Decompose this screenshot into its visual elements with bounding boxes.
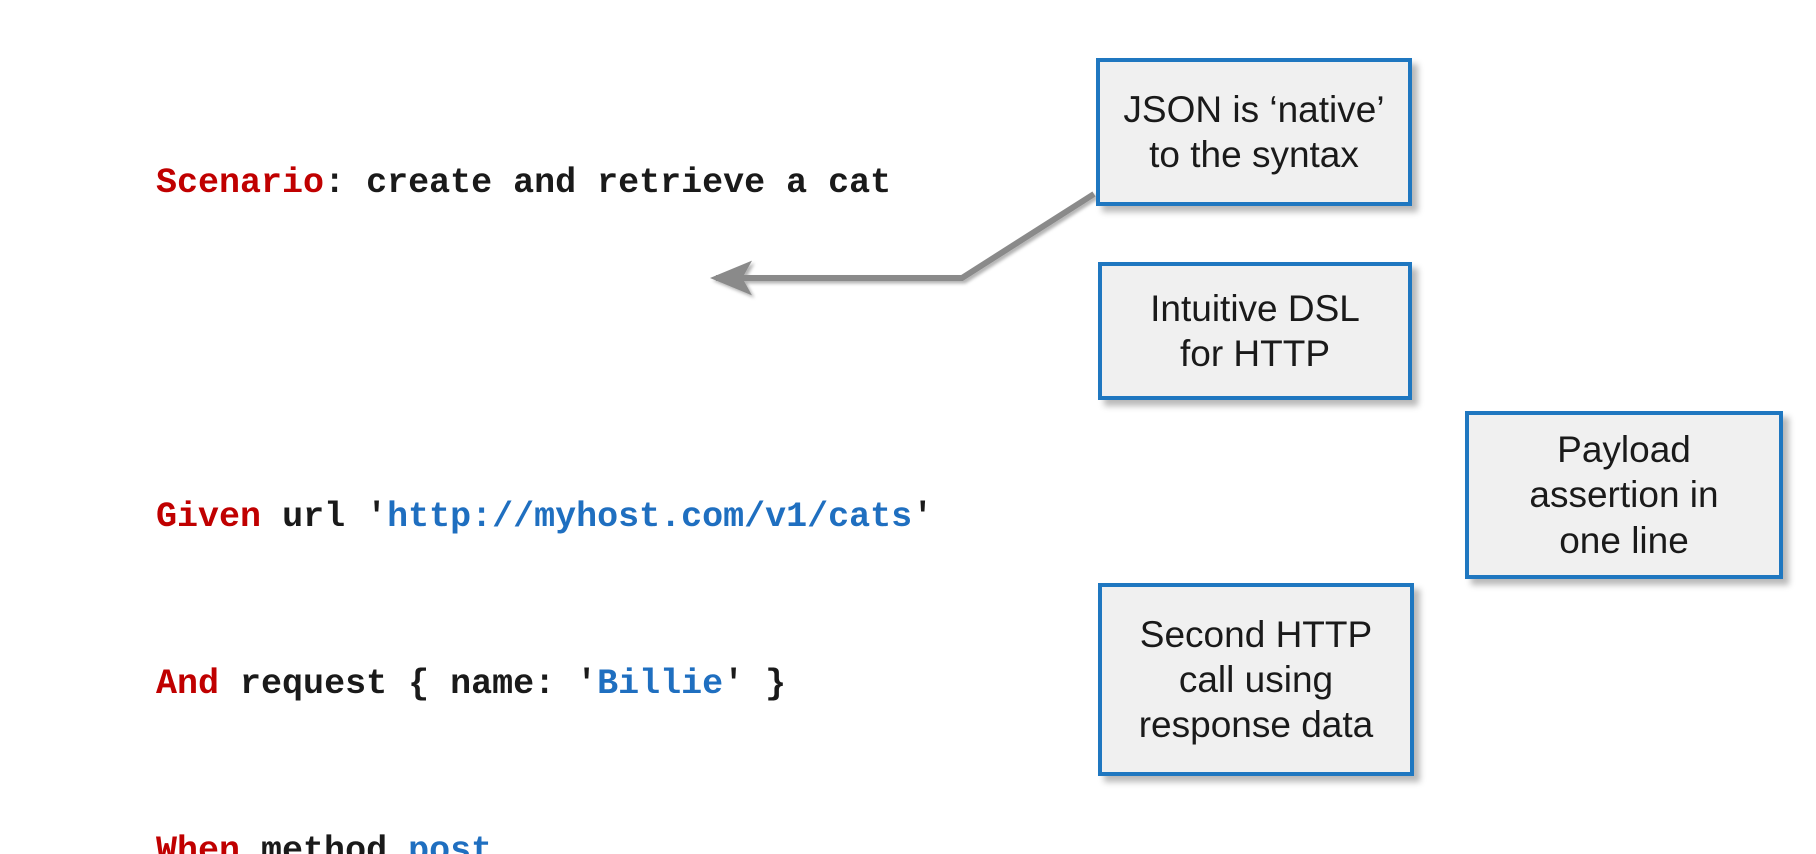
callout-json-native-line2: to the syntax bbox=[1149, 134, 1359, 175]
keyword-scenario: Scenario bbox=[156, 163, 325, 203]
scenario-title: : create and retrieve a cat bbox=[324, 163, 892, 203]
callout-json-native-line1: JSON is ‘native’ bbox=[1123, 88, 1385, 130]
callout-second-http-call-line3: response data bbox=[1138, 704, 1374, 746]
callout-second-http-call-line2: call using bbox=[1178, 658, 1334, 700]
code-line-when-method-post: When method post bbox=[30, 799, 1330, 854]
value-name-billie: Billie bbox=[597, 664, 724, 704]
code-line-given-url: Given url 'http://myhost.com/v1/cats' bbox=[30, 465, 1330, 535]
value-url: http://myhost.com/v1/cats bbox=[387, 497, 913, 537]
callout-second-http-call[interactable]: Second HTTP call using response data bbox=[1098, 583, 1414, 776]
callout-second-http-call-line1: Second HTTP bbox=[1139, 613, 1373, 655]
request-suffix: ' } bbox=[723, 664, 787, 704]
keyword-when-post: When bbox=[156, 831, 241, 854]
quote-close-url: ' bbox=[912, 497, 934, 537]
keyword-given: Given bbox=[156, 497, 262, 537]
keyword-and-request: And bbox=[156, 664, 220, 704]
callout-json-native[interactable]: JSON is ‘native’ to the syntax bbox=[1096, 58, 1412, 206]
callout-payload-assertion-line1: Payload bbox=[1557, 429, 1691, 471]
callout-payload-assertion-line2: assertion in bbox=[1529, 474, 1719, 516]
code-line-and-request: And request { name: 'Billie' } bbox=[30, 632, 1330, 702]
callout-payload-assertion[interactable]: Payload assertion in one line bbox=[1465, 411, 1783, 579]
callout-intuitive-dsl-line1: Intuitive DSL bbox=[1150, 287, 1360, 329]
step-method-post: method bbox=[240, 831, 409, 854]
callout-intuitive-dsl-line2: for HTTP bbox=[1179, 333, 1331, 374]
callout-intuitive-dsl[interactable]: Intuitive DSL for HTTP bbox=[1098, 262, 1412, 400]
value-post: post bbox=[408, 831, 493, 854]
step-url-prefix: url ' bbox=[261, 497, 388, 537]
step-request-prefix: request { name: ' bbox=[219, 664, 598, 704]
callout-payload-assertion-line3: one line bbox=[1559, 519, 1689, 561]
